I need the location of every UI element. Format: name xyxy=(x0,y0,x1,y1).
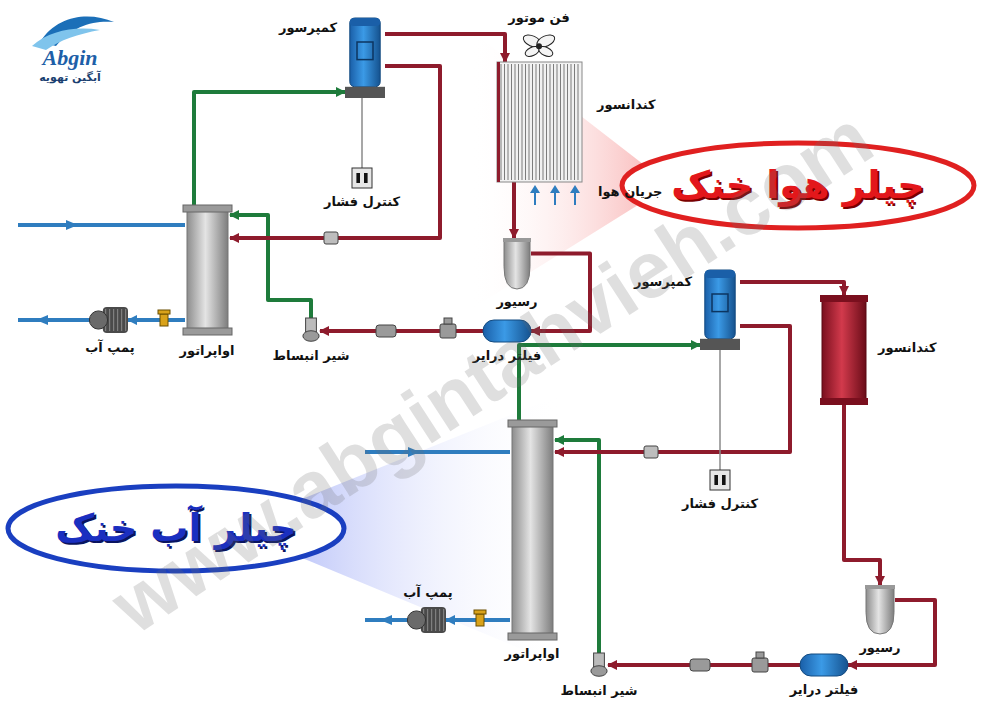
component-box: کنترل فشار xyxy=(710,470,730,490)
component-drawing xyxy=(497,62,582,182)
evap-symbol xyxy=(508,420,557,640)
component-drawing xyxy=(510,420,555,640)
component-label: پمپ آب xyxy=(85,340,134,356)
pc-symbol xyxy=(710,470,730,490)
pump-symbol xyxy=(89,307,128,333)
fan-symbol xyxy=(521,32,556,58)
component-label: شیر انبساط xyxy=(561,683,638,699)
component-label: اواپراتور xyxy=(180,343,235,359)
sight-glass xyxy=(376,318,768,672)
refrigerant-pipe xyxy=(385,34,505,62)
logo-text: Abginآبگین تهویه xyxy=(20,8,120,86)
component-label: کنترل فشار xyxy=(682,496,758,512)
refrigerant-pipe xyxy=(320,329,483,333)
refrigerant-pipe xyxy=(194,92,345,205)
tube-symbol xyxy=(820,295,868,405)
ellipse-border xyxy=(8,486,344,571)
component-drawing xyxy=(700,270,740,350)
component-drawing xyxy=(865,585,895,635)
component-label: اواپراتور xyxy=(505,646,560,662)
recv-symbol xyxy=(503,238,531,289)
component-drawing xyxy=(590,653,608,677)
fin-symbol xyxy=(497,62,582,182)
component-drawing xyxy=(352,168,372,188)
component-label: فن موتور xyxy=(508,10,569,26)
refrigerant-pipe xyxy=(531,254,590,331)
pc-symbol xyxy=(352,168,372,188)
component-label: فیلتر درایر xyxy=(473,348,542,364)
component-box: اواپراتور xyxy=(185,205,230,335)
component-label: رسیور xyxy=(859,640,900,656)
refrigerant-pipe xyxy=(512,182,516,238)
component-box: پمپ آب xyxy=(410,607,446,633)
title-ellipse: چیلر آب خنک xyxy=(4,482,348,575)
component-drawing xyxy=(302,318,320,342)
refrigerant-pipe xyxy=(519,345,700,420)
component-box: رسیور xyxy=(503,238,531,290)
component-drawing xyxy=(710,470,730,490)
title-ellipse: چیلر هوا خنک xyxy=(618,139,978,232)
component-label: فیلتر درایر xyxy=(790,682,859,698)
component-label: کندانسور xyxy=(878,340,937,356)
component-drawing xyxy=(800,654,848,676)
component-box: پمپ آب xyxy=(92,307,128,333)
recv-symbol xyxy=(865,585,895,634)
component-box: شیر انبساط xyxy=(302,318,320,342)
dryer-symbol xyxy=(800,654,848,676)
chiller-title: چیلر آب خنک xyxy=(55,505,297,551)
airflow-arrow xyxy=(530,185,580,205)
logo-name: Abgin xyxy=(20,46,120,70)
component-drawing xyxy=(345,18,385,98)
control-line xyxy=(719,350,721,470)
component-drawing xyxy=(483,320,531,342)
refrigerant-pipe xyxy=(555,440,599,653)
component-box: کندانسور xyxy=(497,62,582,182)
component-drawing xyxy=(522,32,556,58)
water-valve xyxy=(158,310,486,626)
comp-symbol xyxy=(345,18,385,98)
component-label: کمپرسور xyxy=(634,274,692,290)
component-label: کمپرسور xyxy=(279,20,337,36)
component-box: فیلتر درایر xyxy=(800,654,848,676)
bypass-valve xyxy=(324,232,658,458)
refrigerant-pipe xyxy=(230,66,440,238)
refrigerant-pipe xyxy=(230,215,311,318)
logo-subtitle: آبگین تهویه xyxy=(20,70,120,86)
component-box: فیلتر درایر xyxy=(483,320,531,342)
logo-symbol xyxy=(32,17,114,50)
comp-symbol xyxy=(700,270,740,350)
component-box: کندانسور xyxy=(822,295,866,405)
component-box: کمپرسور xyxy=(700,270,740,350)
component-label: کندانسور xyxy=(597,97,656,113)
evap-symbol xyxy=(183,205,232,335)
component-drawing xyxy=(185,205,230,335)
ellipse-border xyxy=(622,143,974,228)
component-box: کمپرسور xyxy=(345,18,385,98)
component-box: اواپراتور xyxy=(510,420,555,640)
valve-symbol xyxy=(303,318,319,341)
refrigerant-pipe xyxy=(555,326,790,452)
dryer-symbol xyxy=(483,320,531,342)
component-drawing xyxy=(410,607,446,633)
component-drawing xyxy=(92,307,128,333)
logo-box: Abginآبگین تهویه xyxy=(20,8,120,92)
refrigerant-pipe xyxy=(844,405,880,585)
component-label: پمپ آب xyxy=(403,585,452,601)
component-drawing xyxy=(822,295,866,405)
component-box: فن موتور xyxy=(522,32,556,58)
component-box: رسیور xyxy=(865,585,895,635)
valve-symbol xyxy=(591,653,607,676)
pump-symbol xyxy=(407,607,446,633)
component-box: کنترل فشار xyxy=(352,168,372,188)
component-label: شیر انبساط xyxy=(273,348,350,364)
component-label: کنترل فشار xyxy=(324,194,400,210)
component-box: شیر انبساط xyxy=(590,653,608,677)
chiller-title: چیلر هوا خنک xyxy=(671,162,925,208)
component-drawing xyxy=(503,238,531,290)
refrigerant-pipe xyxy=(740,282,844,295)
control-line xyxy=(361,98,363,168)
water-pipe xyxy=(128,318,185,322)
component-label: رسیور xyxy=(496,294,537,310)
